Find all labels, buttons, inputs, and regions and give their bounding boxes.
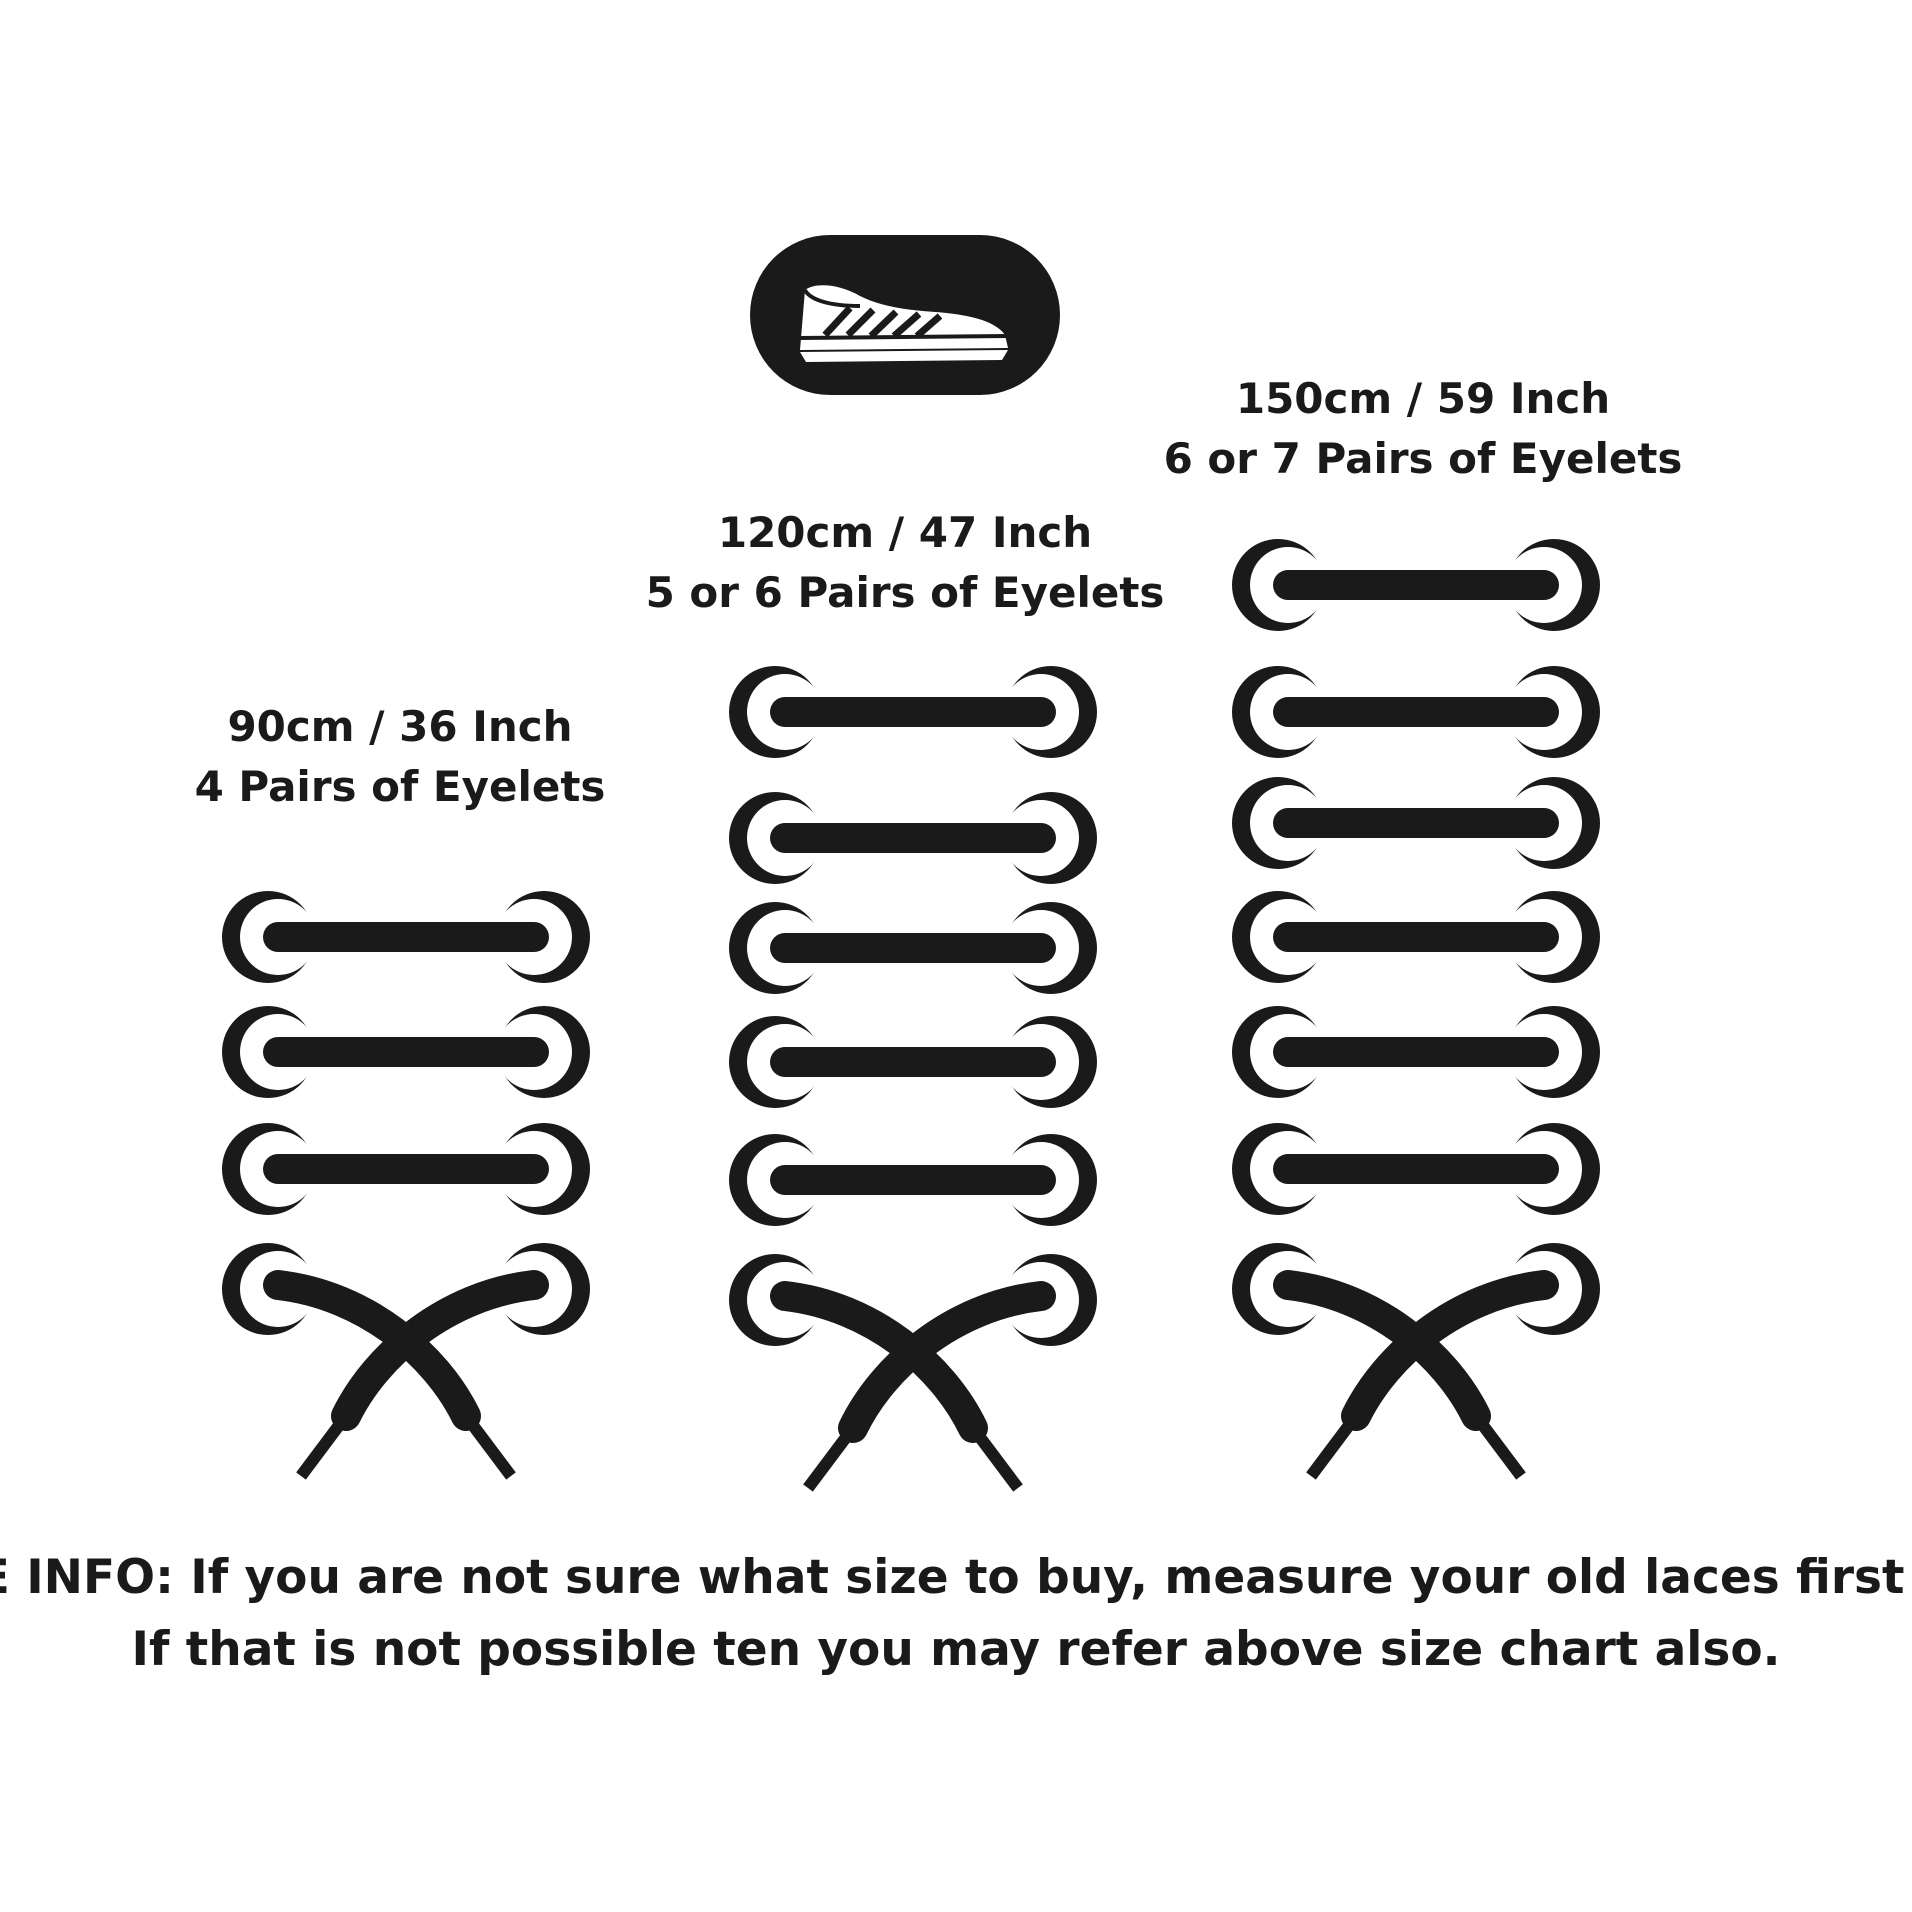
lace-end-right <box>331 1270 549 1431</box>
aglet-right <box>968 1424 1023 1492</box>
size-2-length: 120cm / 47 Inch <box>718 508 1092 557</box>
size-2-eyelets: 5 or 6 Pairs of Eyelets <box>646 568 1165 617</box>
lace-end-left <box>770 1281 988 1443</box>
lace-ladder-1 <box>222 891 590 1480</box>
lace-ladder-2 <box>729 666 1097 1492</box>
size-1-length: 90cm / 36 Inch <box>227 702 572 751</box>
lace-end-right <box>1341 1270 1559 1431</box>
lace-ladders <box>222 539 1600 1492</box>
lace-end-left <box>263 1270 481 1431</box>
sneaker-icon <box>799 285 1009 362</box>
aglet-left <box>296 1412 351 1480</box>
size-3-eyelets: 6 or 7 Pairs of Eyelets <box>1164 434 1683 483</box>
lace-end-left <box>1273 1270 1491 1431</box>
size-column-3-labels: 150cm / 59 Inch 6 or 7 Pairs of Eyelets <box>1164 374 1683 483</box>
aglet-right <box>461 1412 516 1480</box>
size-3-length: 150cm / 59 Inch <box>1236 374 1610 423</box>
size-info-note: SIZE INFO: If you are not sure what size… <box>0 1550 1912 1677</box>
lace-ladder-3 <box>1232 539 1600 1480</box>
size-info-line-2: If that is not possible ten you may refe… <box>131 1622 1780 1677</box>
lace-end-right <box>838 1281 1056 1443</box>
aglet-left <box>803 1424 858 1492</box>
aglet-left <box>1306 1412 1361 1480</box>
size-1-eyelets: 4 Pairs of Eyelets <box>195 762 606 811</box>
shoe-badge <box>750 235 1060 395</box>
size-column-1-labels: 90cm / 36 Inch 4 Pairs of Eyelets <box>195 702 606 811</box>
size-column-2-labels: 120cm / 47 Inch 5 or 6 Pairs of Eyelets <box>646 508 1165 617</box>
size-info-line-1: SIZE INFO: If you are not sure what size… <box>0 1550 1912 1605</box>
aglet-right <box>1471 1412 1526 1480</box>
